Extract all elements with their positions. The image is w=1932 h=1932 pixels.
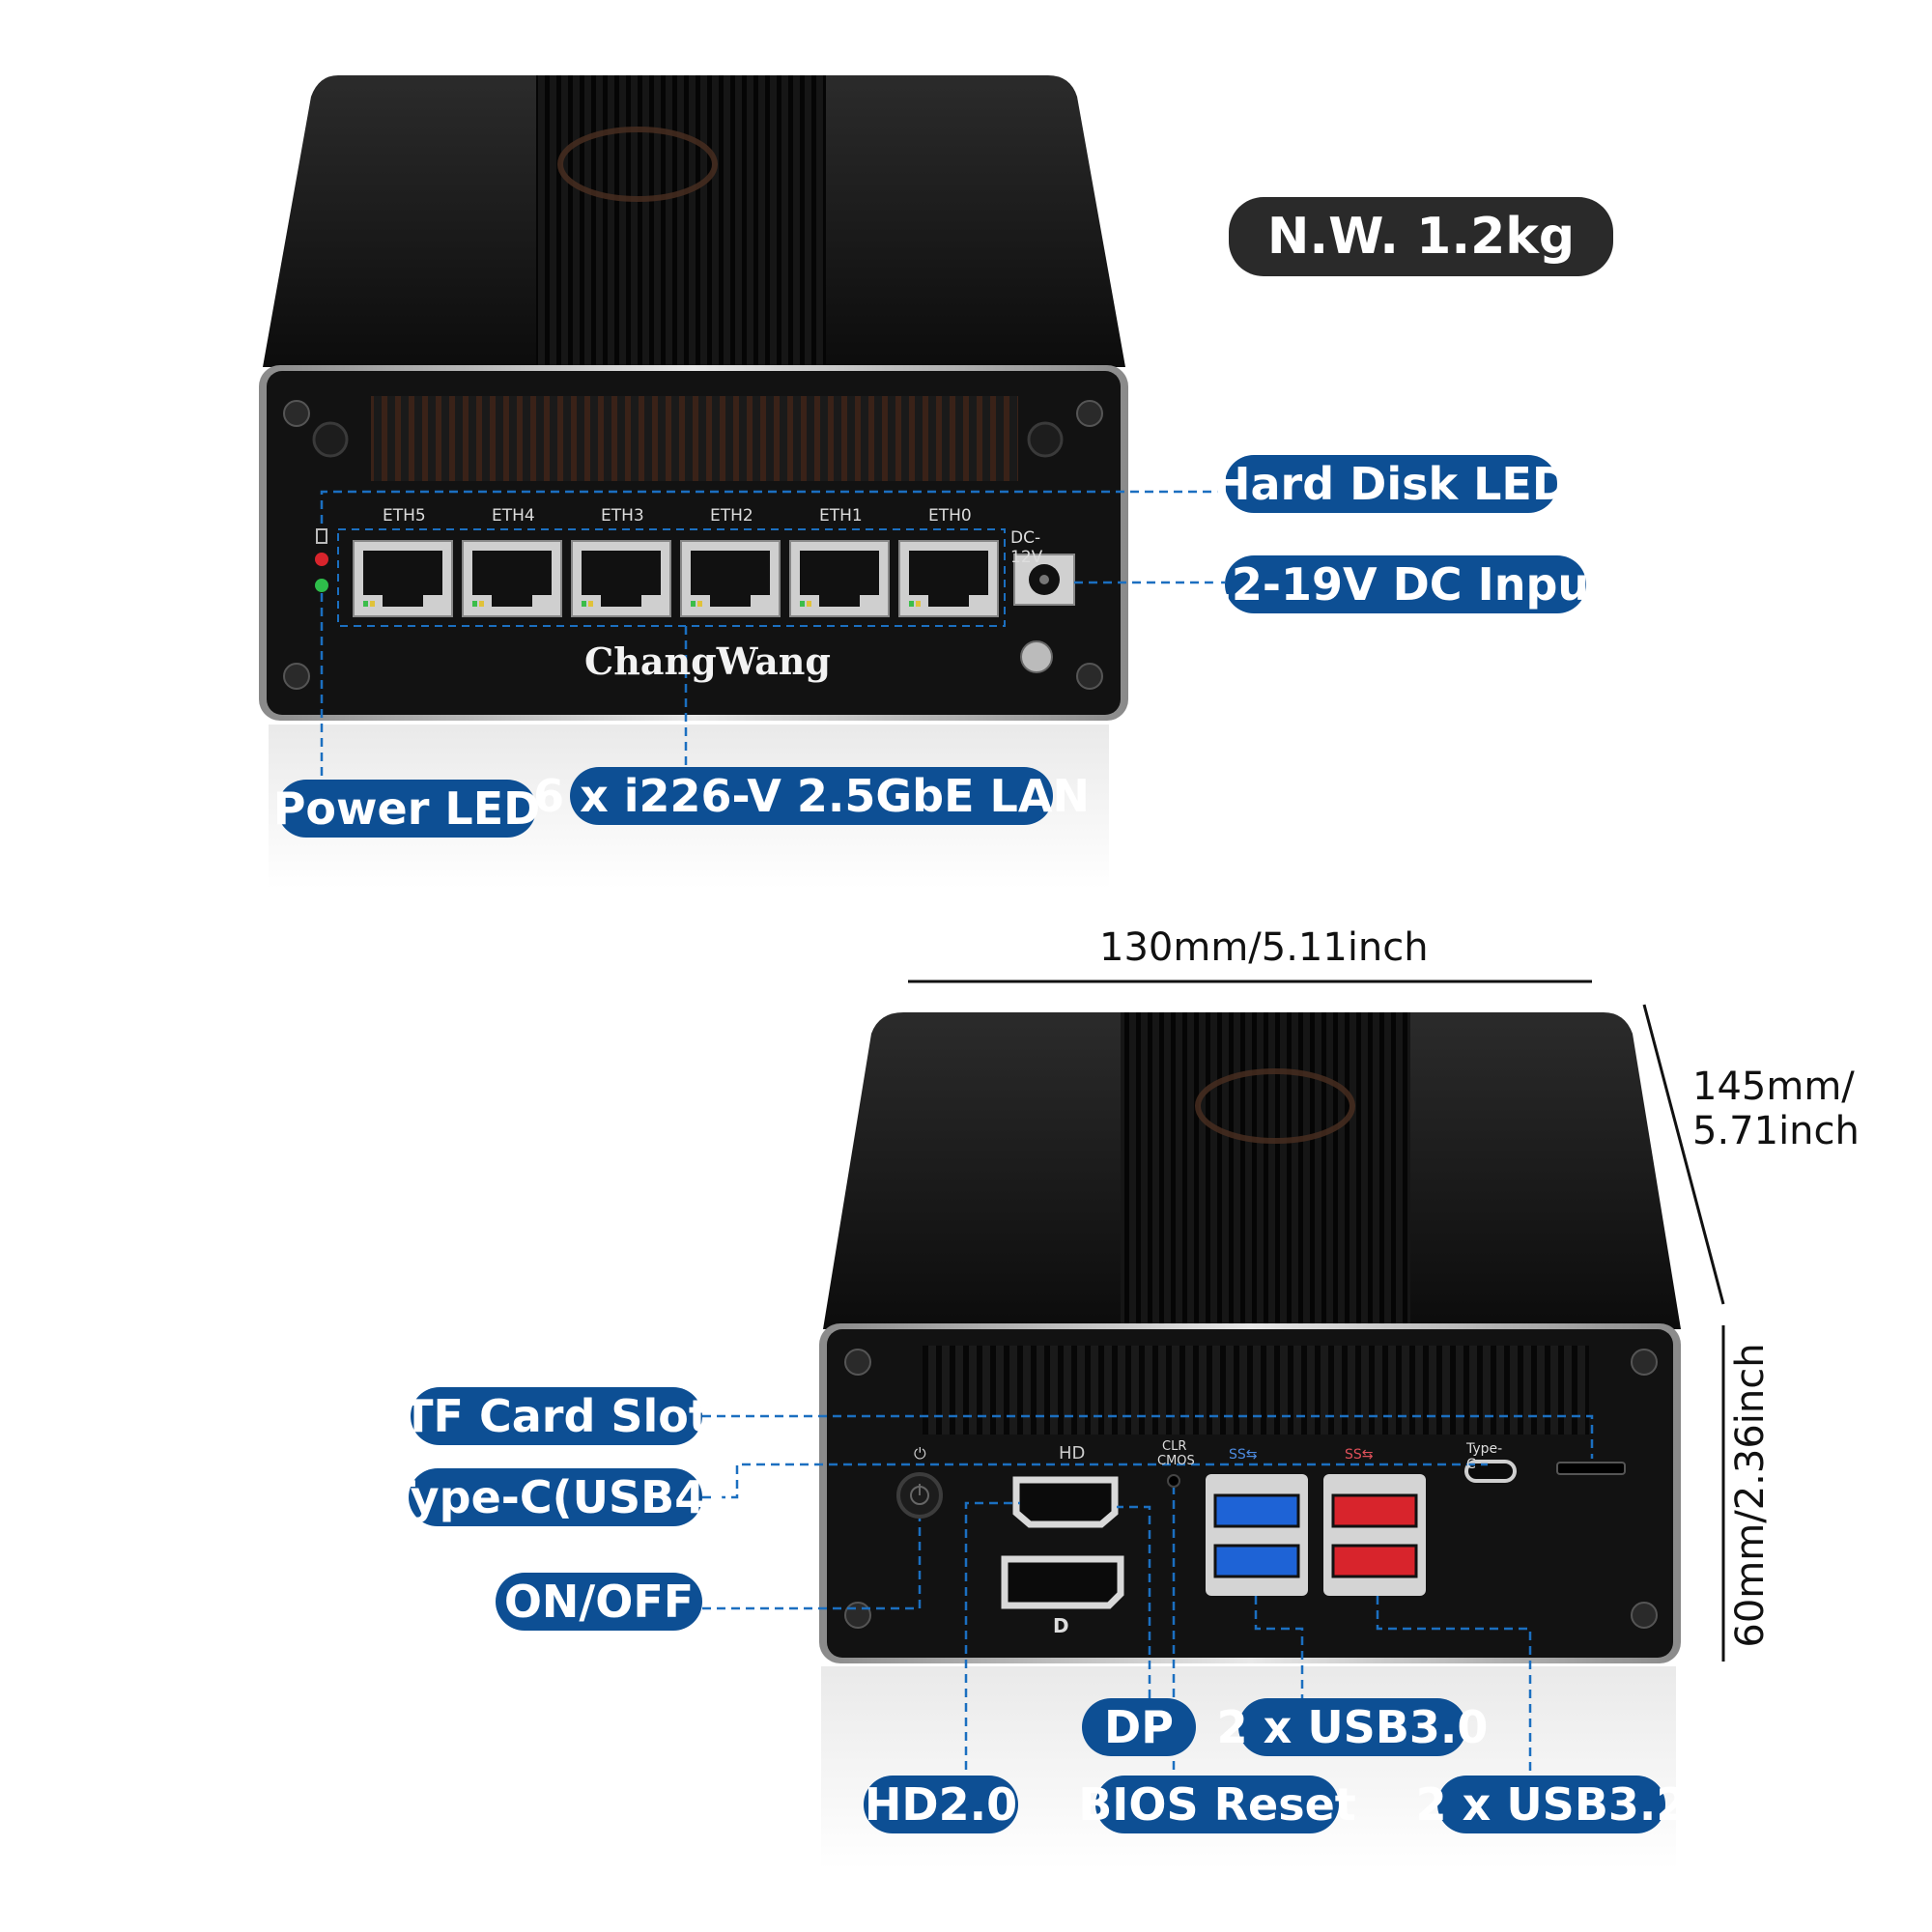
typec-port <box>1464 1460 1517 1483</box>
front-vent <box>371 396 1018 481</box>
dim-depth-label-2: 5.71inch <box>1692 1109 1860 1153</box>
front-fan <box>557 127 718 202</box>
rear-heatsink-fins <box>1121 1012 1410 1327</box>
front-screws <box>283 400 1103 690</box>
lan-port-eth1 <box>789 540 890 617</box>
lan-port-eth0 <box>898 540 999 617</box>
callout-on-off: ON/OFF <box>496 1573 702 1631</box>
cmos-label: CMOS <box>1157 1454 1195 1468</box>
cmos-pinhole <box>1167 1474 1180 1488</box>
callout-type-c: Type-C(USB4) <box>385 1468 725 1526</box>
hdmi-port <box>1012 1476 1119 1528</box>
callout-bios: BIOS Reset <box>1078 1776 1356 1833</box>
callout-lan: 6 x i226-V 2.5GbE LAN <box>533 767 1090 825</box>
usb30-port-bottom <box>1213 1544 1300 1578</box>
hdd-led-icon <box>316 528 327 544</box>
lan-port-eth4 <box>462 540 562 617</box>
dim-height-label: 60mm/2.36inch <box>1728 1343 1773 1648</box>
lan-port-eth5 <box>353 540 453 617</box>
port-label-eth4: ETH4 <box>492 506 535 526</box>
svg-text:SS⇆: SS⇆ <box>1229 1447 1258 1463</box>
usb32-port-bottom <box>1331 1544 1418 1578</box>
callout-hard-disk-led: Hard Disk LED <box>1213 455 1569 513</box>
front-leaders <box>320 490 1225 787</box>
svg-text:HD: HD <box>1059 1443 1085 1463</box>
callout-dp: DP <box>1082 1698 1196 1756</box>
svg-text:D: D <box>1053 1614 1069 1637</box>
power-led <box>315 579 328 592</box>
antenna-mount-right <box>1027 421 1064 458</box>
antenna-mount-left <box>312 421 349 458</box>
typec-label: Type-C <box>1466 1441 1503 1472</box>
lan-ports <box>353 540 999 617</box>
svg-text:⏻: ⏻ <box>914 1444 926 1463</box>
usb32-port-top <box>1331 1493 1418 1528</box>
brand-logo: ChangWang <box>584 639 831 683</box>
port-label-eth2: ETH2 <box>710 506 753 526</box>
front-heatsink-fins <box>536 75 826 365</box>
rear-leaders <box>702 1414 1594 1784</box>
lan-port-eth3 <box>571 540 671 617</box>
callout-hd: HD2.0 <box>864 1776 1018 1833</box>
rear-fan <box>1195 1068 1355 1144</box>
rear-vent <box>923 1346 1589 1435</box>
hdd-led <box>315 553 328 566</box>
dim-width-label: 130mm/5.11inch <box>1099 925 1429 970</box>
callout-power-led: Power LED <box>273 780 540 838</box>
dp-port <box>1001 1555 1124 1609</box>
dim-line-depth <box>1642 1004 1725 1305</box>
dim-depth-label-1: 145mm/ <box>1692 1065 1855 1109</box>
callout-dc-input: 12-19V DC Input <box>1201 555 1610 613</box>
callout-usb30: 2 x USB3.0 <box>1217 1698 1488 1756</box>
port-label-eth1: ETH1 <box>819 506 863 526</box>
lan-dashed-box <box>337 528 1006 627</box>
usb30-port-top <box>1213 1493 1300 1528</box>
port-label-eth0: ETH0 <box>928 506 972 526</box>
tf-card-slot <box>1556 1462 1626 1475</box>
callout-tf-card: TF Card Slot <box>403 1387 710 1445</box>
weight-badge: N.W. 1.2kg <box>1229 197 1613 276</box>
ground-screw <box>1020 640 1053 673</box>
lan-port-eth2 <box>680 540 781 617</box>
rear-reflection <box>821 1666 1676 1869</box>
port-label-eth5: ETH5 <box>383 506 426 526</box>
port-label-eth3: ETH3 <box>601 506 644 526</box>
callout-usb32: 2 x USB3.2 <box>1416 1776 1687 1833</box>
svg-text:SS⇆: SS⇆ <box>1345 1447 1374 1463</box>
clr-label: CLR <box>1162 1439 1187 1454</box>
dc-label: DC-12V <box>1010 528 1043 567</box>
